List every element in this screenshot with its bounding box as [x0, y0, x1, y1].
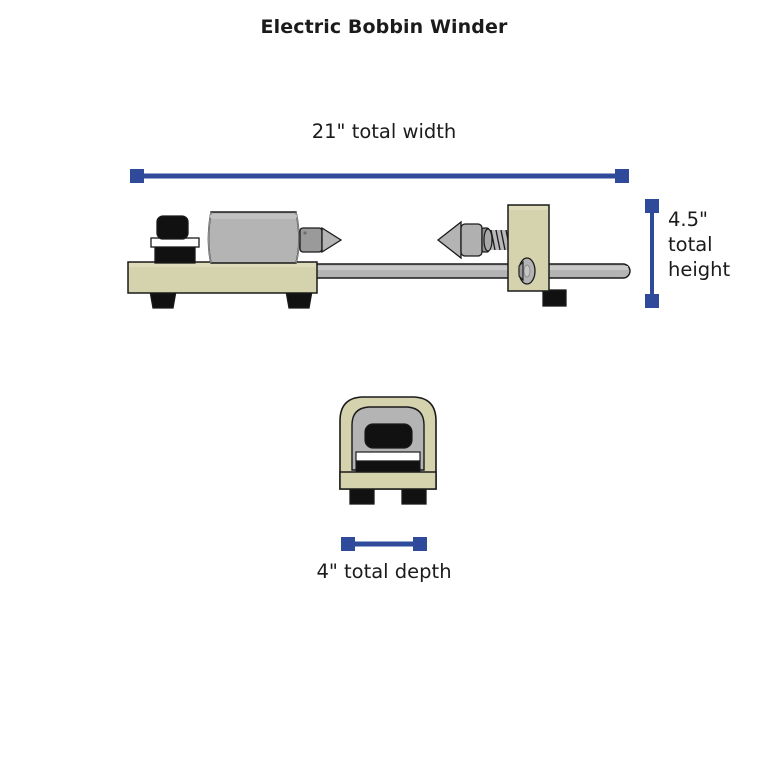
front-black-band [355, 460, 421, 473]
drive-spindle [299, 227, 323, 253]
front-motor-window [364, 423, 413, 449]
front-white-strip [355, 451, 421, 462]
side-elevation-view [127, 204, 631, 309]
front-base [339, 471, 437, 490]
front-elevation-view [339, 396, 437, 505]
tailstock-foot [542, 289, 567, 307]
dimension-line-width [130, 169, 629, 183]
page-title: Electric Bobbin Winder [260, 16, 508, 38]
motor-housing [207, 211, 300, 264]
dimension-line-height [645, 199, 659, 308]
dimension-label-height: 4.5" total height [668, 208, 731, 281]
dimension-line-depth [341, 537, 427, 551]
dimension-label-depth: 4" total depth [316, 560, 452, 583]
switch-button[interactable] [156, 215, 189, 240]
tailstock-knob[interactable] [518, 257, 536, 285]
dimension-label-width: 21" total width [311, 120, 457, 143]
tailstock-screw [483, 228, 511, 252]
guide-rod [299, 263, 631, 279]
base-platform [127, 261, 318, 294]
tailstock-cone [436, 220, 490, 260]
switch-block [150, 237, 200, 264]
spindle-cone [321, 226, 343, 254]
